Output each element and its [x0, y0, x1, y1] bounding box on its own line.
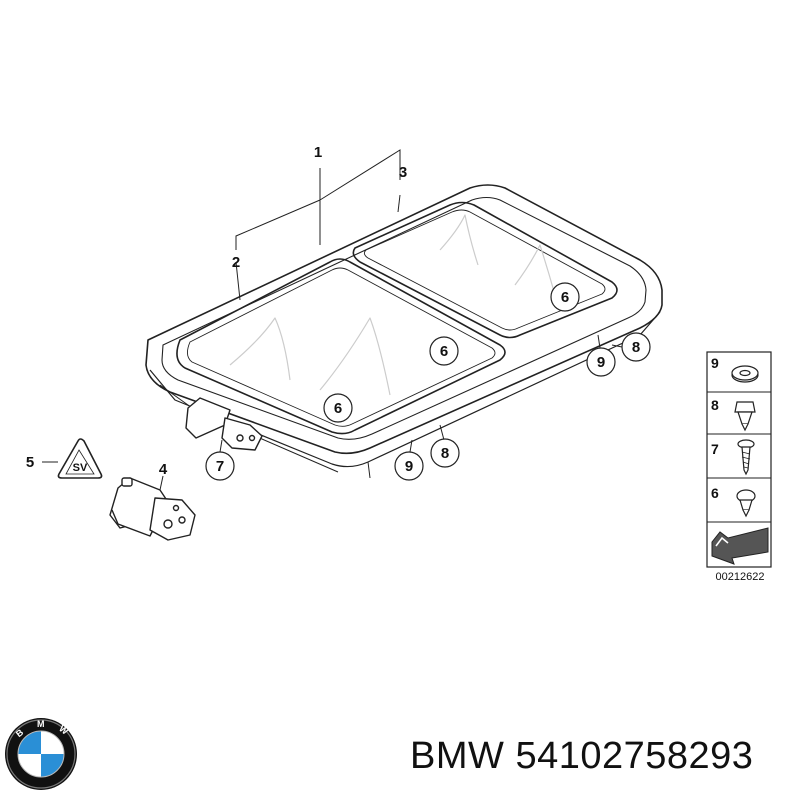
- callout-3: 3: [399, 164, 407, 181]
- svg-text:9: 9: [405, 458, 413, 475]
- svg-text:6: 6: [334, 400, 342, 417]
- callout-2: 2: [232, 254, 240, 271]
- callout-6-rear: 6: [550, 282, 580, 312]
- svg-text:6: 6: [561, 289, 569, 306]
- callout-9-right: 9: [586, 347, 616, 377]
- brand-label: BMW: [410, 735, 505, 777]
- warning-sticker: SV: [57, 438, 103, 479]
- part-number: 54102758293: [515, 735, 754, 777]
- diagram-number: 00212622: [716, 571, 765, 583]
- callout-7: 7: [205, 451, 235, 481]
- svg-text:8: 8: [441, 445, 449, 462]
- rear-glass-panel: [352, 201, 618, 339]
- drive-motor: [109, 477, 196, 541]
- svg-text:7: 7: [216, 458, 224, 475]
- part-number-caption: BMW 54102758293: [410, 735, 753, 778]
- callout-1: 1: [314, 144, 322, 161]
- callouts: 1 3 2 4 5 6 6 6 7 9 8 9: [26, 144, 651, 481]
- front-glass-panel: [176, 258, 506, 435]
- screw-icon: [737, 439, 755, 476]
- clip-screw-icon: [734, 401, 756, 432]
- svg-text:B: B: [14, 727, 26, 739]
- callout-5: 5: [26, 454, 34, 471]
- leader-lines: [42, 149, 623, 491]
- direction-arrow-icon: [711, 527, 769, 565]
- svg-text:9: 9: [597, 354, 605, 371]
- plug-icon: [736, 489, 756, 518]
- sticker-text: SV: [73, 462, 88, 474]
- parts-legend: 9 8 7 6 0: [706, 351, 772, 583]
- bmw-logo: B M W: [5, 718, 77, 790]
- legend-num-8: 8: [711, 397, 719, 413]
- callout-8-right: 8: [621, 332, 651, 362]
- callout-9-bottom: 9: [394, 451, 424, 481]
- legend-num-6: 6: [711, 485, 719, 501]
- callout-6-front: 6: [323, 393, 353, 423]
- callout-4: 4: [159, 461, 168, 478]
- svg-text:M: M: [37, 719, 45, 729]
- svg-text:8: 8: [632, 339, 640, 356]
- legend-num-7: 7: [711, 441, 719, 457]
- svg-text:6: 6: [440, 343, 448, 360]
- legend-num-9: 9: [711, 355, 719, 371]
- callout-6-middle: 6: [429, 336, 459, 366]
- callout-8-bottom: 8: [430, 438, 460, 468]
- installed-motor: [185, 397, 263, 451]
- sunroof-frame: [145, 184, 663, 479]
- washer-icon: [731, 365, 759, 383]
